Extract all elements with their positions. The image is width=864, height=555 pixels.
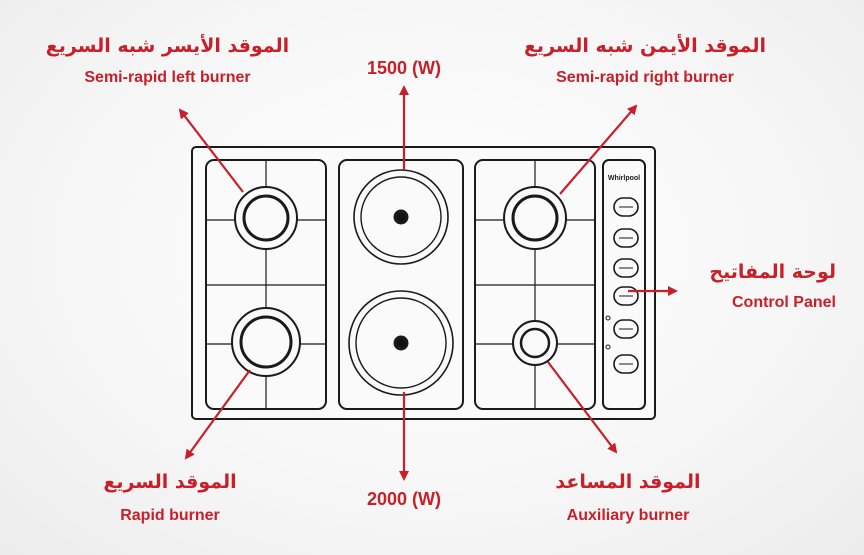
right-semi-rapid-label-ar: الموقد الأيمن شبه السريع bbox=[523, 35, 767, 57]
center-electric-section bbox=[338, 159, 464, 410]
left-semi-rapid-burner bbox=[234, 186, 298, 250]
knob-4 bbox=[613, 286, 639, 306]
callout-arrows bbox=[178, 85, 678, 481]
control-knobs bbox=[605, 197, 639, 374]
arrow-auxiliary bbox=[547, 361, 618, 454]
rapid-label-ar: الموقد السريع bbox=[103, 471, 237, 493]
auxiliary-label-en: Auxiliary burner bbox=[566, 507, 690, 524]
auxiliary-burner bbox=[512, 320, 558, 366]
knob-1 bbox=[613, 197, 639, 217]
electric-plate-2000w bbox=[348, 290, 454, 396]
arrow-left-semi-rapid bbox=[178, 108, 244, 193]
left-semi-rapid-label-en: Semi-rapid left burner bbox=[84, 69, 251, 86]
electric-plate-1500w bbox=[353, 169, 449, 265]
knob-5 bbox=[613, 319, 639, 339]
left-semi-rapid-label-ar: الموقد الأيسر شبه السريع bbox=[45, 35, 290, 57]
knob-3 bbox=[613, 258, 639, 278]
knob-6 bbox=[613, 354, 639, 374]
arrow-rapid bbox=[184, 369, 251, 460]
rapid-label-en: Rapid burner bbox=[120, 507, 220, 524]
control-panel-label-ar: لوحة المفاتيح bbox=[709, 261, 836, 283]
indicator-dot-1 bbox=[605, 315, 611, 321]
top-power-label: 1500 (W) bbox=[366, 58, 442, 78]
control-panel bbox=[602, 159, 646, 410]
indicator-dot-2 bbox=[605, 344, 611, 350]
rapid-burner bbox=[231, 307, 301, 377]
auxiliary-label-ar: الموقد المساعد bbox=[555, 471, 701, 493]
brand-logo: Whirlpool bbox=[608, 175, 640, 182]
knob-2 bbox=[613, 228, 639, 248]
right-semi-rapid-burner bbox=[503, 186, 567, 250]
arrow-right-semi-rapid bbox=[559, 104, 638, 195]
bottom-power-label: 2000 (W) bbox=[366, 489, 442, 509]
right-semi-rapid-label-en: Semi-rapid right burner bbox=[556, 69, 734, 86]
control-panel-label-en: Control Panel bbox=[731, 294, 836, 311]
